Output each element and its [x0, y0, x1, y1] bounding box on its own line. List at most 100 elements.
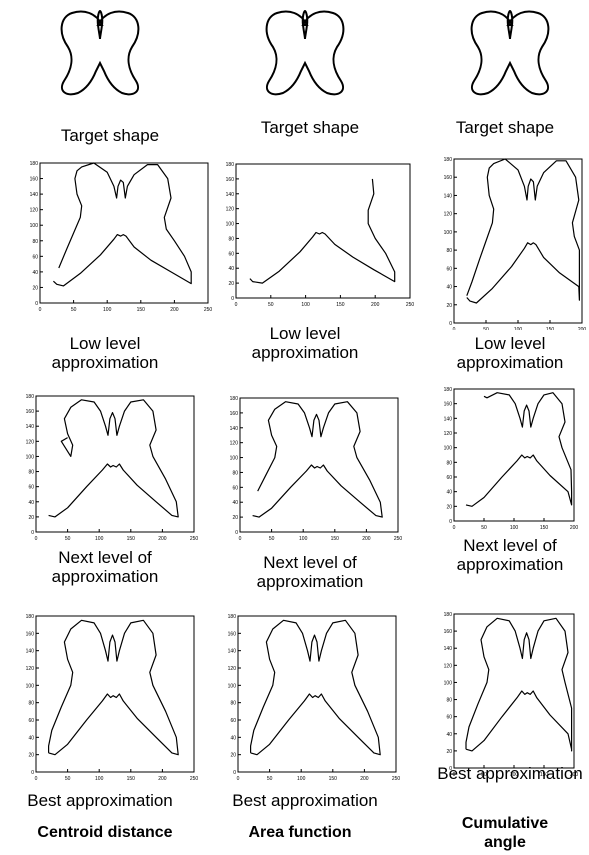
y-tick-label: 60	[446, 715, 452, 721]
y-tick-label: 180	[444, 612, 453, 618]
y-tick-label: 60	[446, 475, 452, 481]
x-tick-label: 100	[95, 536, 104, 540]
x-tick-label: 250	[406, 302, 415, 308]
y-tick-label: 100	[228, 683, 237, 689]
y-tick-label: 60	[446, 266, 452, 272]
y-tick-label: 180	[228, 614, 237, 620]
y-tick-label: 40	[446, 490, 452, 496]
y-tick-label: 140	[226, 192, 235, 198]
y-tick-label: 180	[26, 394, 35, 400]
y-tick-label: 20	[228, 281, 234, 287]
x-tick-label: 0	[453, 525, 456, 530]
target-caption-3: Target shape	[455, 118, 555, 137]
method-label-3: Cumulative angle	[461, 815, 549, 851]
y-tick-label: 40	[32, 270, 38, 276]
x-tick-label: 150	[137, 307, 146, 313]
shape-outline	[48, 619, 179, 756]
y-tick-label: 160	[226, 177, 235, 183]
plot-frame	[453, 613, 575, 769]
y-tick-label: 40	[446, 732, 452, 738]
plot-frame	[35, 395, 195, 533]
y-tick-label: 120	[26, 439, 35, 445]
y-tick-label: 160	[444, 629, 453, 635]
y-tick-label: 20	[446, 504, 452, 510]
y-tick-label: 160	[26, 631, 35, 637]
y-tick-label: 100	[444, 446, 453, 452]
x-tick-label: 50	[65, 536, 71, 540]
method-label-2: Area function	[248, 824, 352, 841]
x-tick-label: 150	[336, 302, 345, 308]
y-tick-label: 40	[446, 285, 452, 291]
y-tick-label: 40	[230, 735, 236, 741]
y-tick-label: 20	[28, 753, 34, 759]
caption-c1-r3: Best approximation	[27, 791, 173, 810]
x-tick-label: 200	[170, 307, 179, 313]
caption-c1-r2: Next level of approximation	[51, 548, 159, 586]
x-tick-label: 200	[360, 776, 369, 782]
plot-frame	[35, 615, 195, 773]
shape-outline	[465, 392, 573, 507]
plot-frame	[453, 388, 575, 522]
x-tick-label: 150	[331, 536, 340, 540]
y-tick-label: 160	[444, 402, 453, 408]
y-tick-label: 60	[232, 485, 238, 491]
y-tick-label: 120	[444, 212, 453, 218]
x-tick-label: 200	[362, 536, 371, 540]
x-tick-label: 200	[570, 525, 579, 530]
method-label-1: Centroid distance	[37, 824, 173, 841]
x-tick-label: 0	[237, 776, 240, 782]
y-tick-label: 80	[28, 470, 34, 476]
caption-c3-r3: Best approximation	[437, 764, 583, 783]
shape-outline	[48, 399, 179, 518]
y-tick-label: 180	[226, 162, 235, 168]
y-tick-label: 140	[30, 192, 39, 198]
x-tick-label: 200	[570, 772, 579, 778]
y-tick-label: 120	[230, 441, 239, 447]
y-tick-label: 0	[233, 770, 236, 776]
x-tick-label: 0	[35, 776, 38, 782]
x-tick-label: 50	[267, 776, 273, 782]
y-tick-label: 0	[31, 770, 34, 776]
plot-frame	[453, 158, 583, 324]
y-tick-label: 180	[444, 387, 453, 393]
caption-c2-r2: Next level of approximation	[256, 553, 364, 591]
y-tick-label: 180	[444, 157, 453, 163]
y-tick-label: 40	[28, 500, 34, 506]
y-tick-label: 80	[446, 248, 452, 254]
x-tick-label: 50	[65, 776, 71, 782]
y-tick-label: 180	[30, 161, 39, 167]
y-tick-label: 20	[232, 515, 238, 521]
x-tick-label: 50	[269, 536, 275, 540]
y-tick-label: 120	[228, 666, 237, 672]
x-tick-label: 100	[301, 302, 310, 308]
x-tick-label: 100	[510, 525, 519, 530]
x-tick-label: 250	[190, 536, 198, 540]
shape-outline	[249, 178, 396, 284]
y-tick-label: 180	[26, 614, 35, 620]
plot-frame	[39, 162, 209, 304]
x-tick-label: 0	[239, 536, 242, 540]
y-tick-label: 160	[30, 177, 39, 183]
shape-outline	[465, 617, 573, 752]
caption-c3-r2: Next level of approximation	[456, 536, 564, 574]
y-tick-label: 0	[231, 296, 234, 302]
y-tick-label: 120	[226, 207, 235, 213]
x-tick-label: 0	[39, 307, 42, 313]
y-tick-label: 140	[228, 649, 237, 655]
plot-frame	[239, 397, 399, 533]
y-tick-label: 0	[449, 766, 452, 772]
x-tick-label: 250	[204, 307, 213, 313]
x-tick-label: 50	[268, 302, 274, 308]
x-tick-label: 100	[297, 776, 306, 782]
x-tick-label: 100	[510, 772, 519, 778]
y-tick-label: 0	[35, 301, 38, 307]
y-tick-label: 80	[446, 698, 452, 704]
x-tick-label: 150	[127, 776, 136, 782]
plot-frame	[237, 615, 397, 773]
y-tick-label: 100	[26, 683, 35, 689]
